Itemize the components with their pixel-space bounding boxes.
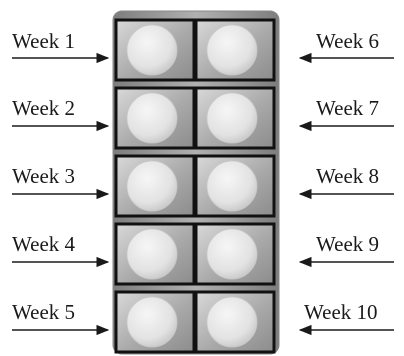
pill-week-10: [206, 296, 258, 348]
week-label-right-9: Week 9: [316, 232, 379, 256]
blister-cell-week-3: [114, 154, 196, 218]
pill-week-2: [126, 92, 178, 144]
blister-cell-week-7: [194, 86, 276, 150]
week-label-left-5: Week 5: [12, 300, 75, 324]
blister-cell-week-6: [194, 18, 276, 82]
pill-week-3: [126, 160, 178, 212]
week-label-right-10: Week 10: [304, 300, 378, 324]
pill-week-4: [126, 228, 178, 280]
week-label-left-3: Week 3: [12, 164, 75, 188]
week-arrows: [12, 52, 394, 336]
week-label-right-7: Week 7: [316, 96, 379, 120]
week-label-left-4: Week 4: [12, 232, 76, 256]
blister-cell-week-9: [194, 222, 276, 286]
week-label-right-6: Week 6: [316, 29, 379, 53]
blister-cell-week-10: [194, 290, 276, 354]
pill-week-6: [206, 24, 258, 76]
week-label-left-2: Week 2: [12, 96, 75, 120]
pill-week-5: [126, 296, 178, 348]
pill-week-7: [206, 92, 258, 144]
blister-cell-week-4: [114, 222, 196, 286]
pill-week-9: [206, 228, 258, 280]
pill-week-8: [206, 160, 258, 212]
blister-cell-week-2: [114, 86, 196, 150]
pill-week-1: [126, 24, 178, 76]
blister-cell-week-8: [194, 154, 276, 218]
week-label-left-1: Week 1: [12, 29, 75, 53]
blister-cell-week-5: [114, 290, 196, 354]
blister-cells: [114, 18, 276, 354]
blister-cell-week-1: [114, 18, 196, 82]
week-label-right-8: Week 8: [316, 164, 379, 188]
